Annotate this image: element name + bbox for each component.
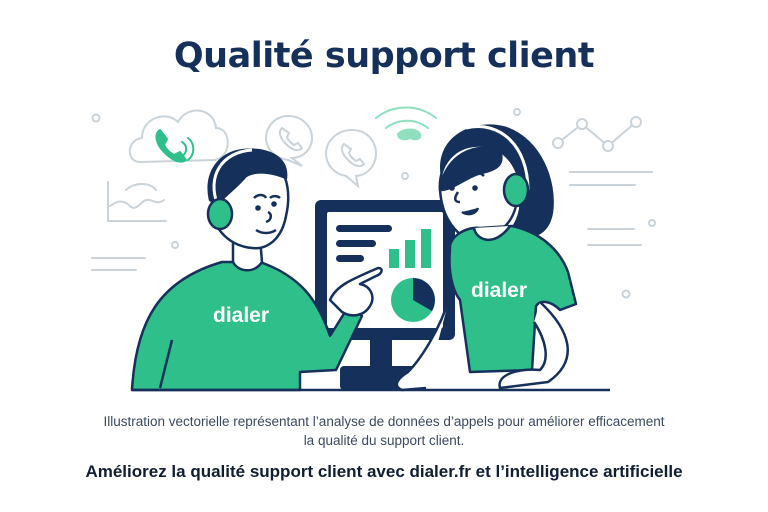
- headset-earcup: [206, 197, 234, 231]
- bar-chart-icon: [389, 229, 431, 268]
- line-chart-icon: [552, 116, 642, 152]
- phone-icon: [155, 129, 187, 163]
- caption-line-2: la qualité du support client.: [303, 433, 465, 448]
- shirt-logo-right: dialer: [471, 279, 527, 302]
- phone-bubble-icon: [264, 114, 314, 167]
- agent-right: [395, 124, 578, 392]
- caption: Illustration vectorielle représentant l’…: [60, 412, 708, 450]
- headset-earcup: [502, 172, 530, 208]
- caption-line-1: Illustration vectorielle représentant l’…: [103, 414, 665, 429]
- wifi-signal-icon: [375, 106, 437, 141]
- phone-bubble-icon: [324, 128, 378, 189]
- wave-chart-icon: [107, 181, 167, 222]
- agent-left: [130, 148, 383, 392]
- decorations: [91, 106, 656, 299]
- page-title: Qualité support client: [173, 36, 595, 76]
- shirt-logo-left: dialer: [213, 304, 269, 327]
- tagline: Améliorez la qualité support client avec…: [85, 462, 683, 481]
- pie-chart-icon: [391, 278, 435, 322]
